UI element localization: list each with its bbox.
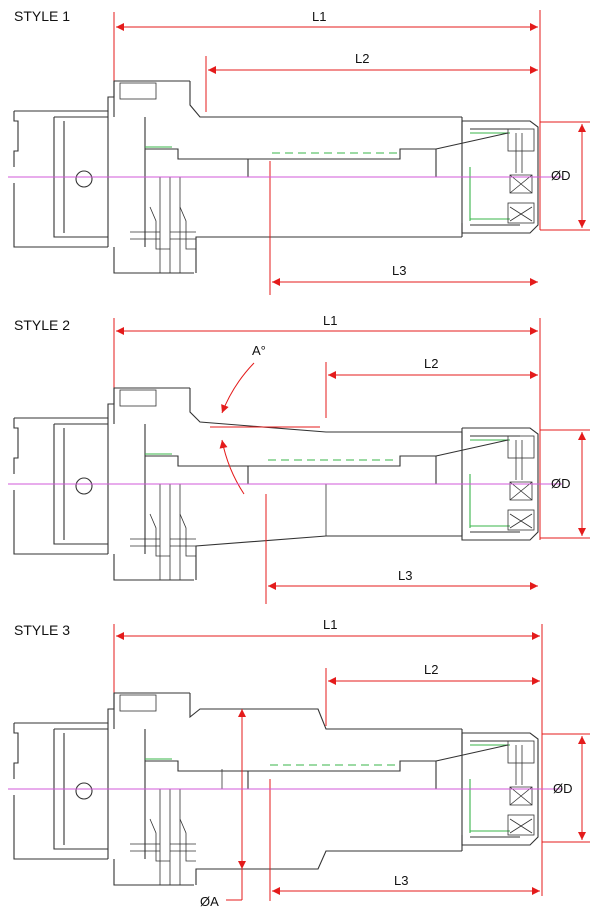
style-2-diameter-label: ØD: [551, 476, 571, 491]
style-1-diameter-label: ØD: [551, 168, 571, 183]
style-3-shank-diameter-label: ØA: [200, 894, 219, 909]
style-2-l2-label: L2: [424, 356, 438, 371]
style-2-l3-label: L3: [398, 568, 412, 583]
style-1-drawing: STYLE 1 L1 L2 L3 ØD: [8, 8, 590, 295]
style-3-title: STYLE 3: [14, 622, 70, 638]
style-1-holder-body: [13, 80, 539, 295]
style-2-l1-label: L1: [323, 313, 337, 328]
style-3-l1-label: L1: [323, 617, 337, 632]
style-3-l3-label: L3: [394, 873, 408, 888]
style-1-title: STYLE 1: [14, 8, 70, 24]
style-2-drawing: STYLE 2 L1 L2 A° L3 ØD: [8, 313, 590, 604]
style-3-drawing: STYLE 3 L1 L2 ØA L3 ØD: [8, 617, 590, 909]
style-3-diameter-label: ØD: [553, 781, 573, 796]
style-3-holder-body: [13, 692, 539, 901]
style-1-l3-label: L3: [392, 263, 406, 278]
style-1-l2-label: L2: [355, 51, 369, 66]
style-1-l1-label: L1: [312, 9, 326, 24]
style-3-l2-label: L2: [424, 662, 438, 677]
style-2-angle-label: A°: [252, 343, 266, 358]
style-2-holder-body: [13, 387, 539, 604]
style-2-title: STYLE 2: [14, 317, 70, 333]
